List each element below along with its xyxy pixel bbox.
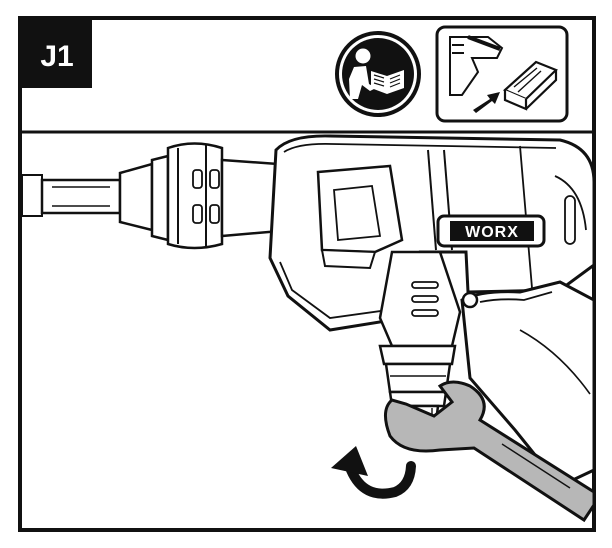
spray-nozzle: [21, 142, 294, 250]
brand-label: WORX: [465, 224, 519, 241]
step-badge: J1: [22, 20, 92, 88]
pressure-washer-gun: WORX: [268, 134, 596, 488]
read-manual-icon: [335, 31, 421, 117]
step-label: J1: [40, 40, 73, 73]
remove-battery-icon: [435, 25, 569, 123]
wrench-icon: [384, 380, 596, 523]
rotation-arrow-icon: [331, 446, 416, 499]
